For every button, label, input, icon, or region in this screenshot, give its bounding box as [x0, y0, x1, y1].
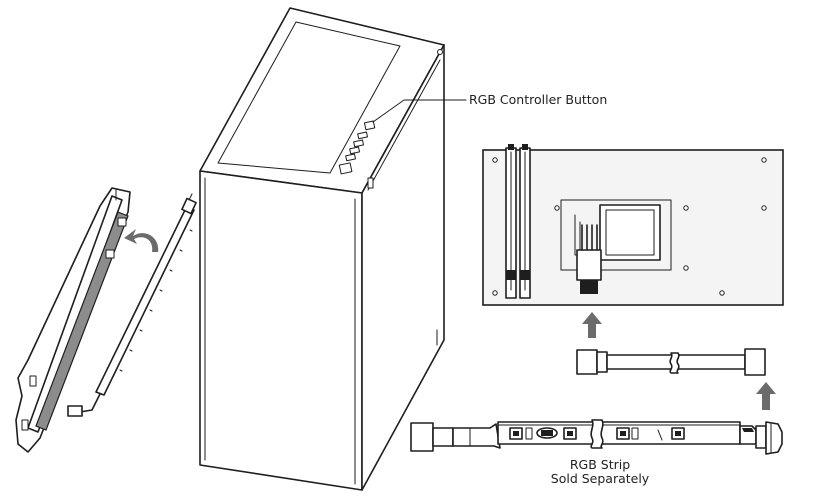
extension-connector-left: [576, 349, 598, 375]
controller-leader-line: [372, 99, 467, 123]
case-front-face: [199, 170, 363, 491]
case-top-glass: [217, 21, 401, 174]
led-strip-left: [67, 193, 197, 417]
rgb-strip-label-line2: Sold Separately: [550, 471, 650, 486]
curved-arrow-icon: [124, 229, 159, 252]
up-arrow-icon: [582, 312, 602, 338]
up-arrow-icon: [756, 382, 776, 410]
rgb-diffuser-panel: [15, 187, 131, 453]
extension-cable: [576, 348, 766, 376]
rgb-strip-label: RGB Strip Sold Separately: [545, 458, 655, 486]
rgb-strip-connector-left: [410, 422, 434, 452]
rgb-controller-button-label: RGB Controller Button: [469, 92, 608, 107]
rgb-strip: [410, 419, 783, 455]
case-io-panel: [338, 120, 376, 175]
rgb-strip-label-line1: RGB Strip: [569, 457, 631, 472]
extension-connector-right: [744, 348, 766, 376]
cpu-socket: [560, 199, 672, 271]
diffuser-strip: [35, 211, 129, 431]
rgb-controller-button[interactable]: [363, 120, 376, 131]
power-button[interactable]: [338, 162, 353, 175]
rgb-header: [576, 224, 602, 294]
motherboard: [482, 144, 784, 306]
rgb-strip-connector-right: [765, 421, 783, 455]
pc-case: [199, 7, 467, 491]
case-side-face: [361, 44, 445, 491]
ram-slots: [505, 144, 531, 299]
led-strip-connector: [67, 405, 83, 417]
